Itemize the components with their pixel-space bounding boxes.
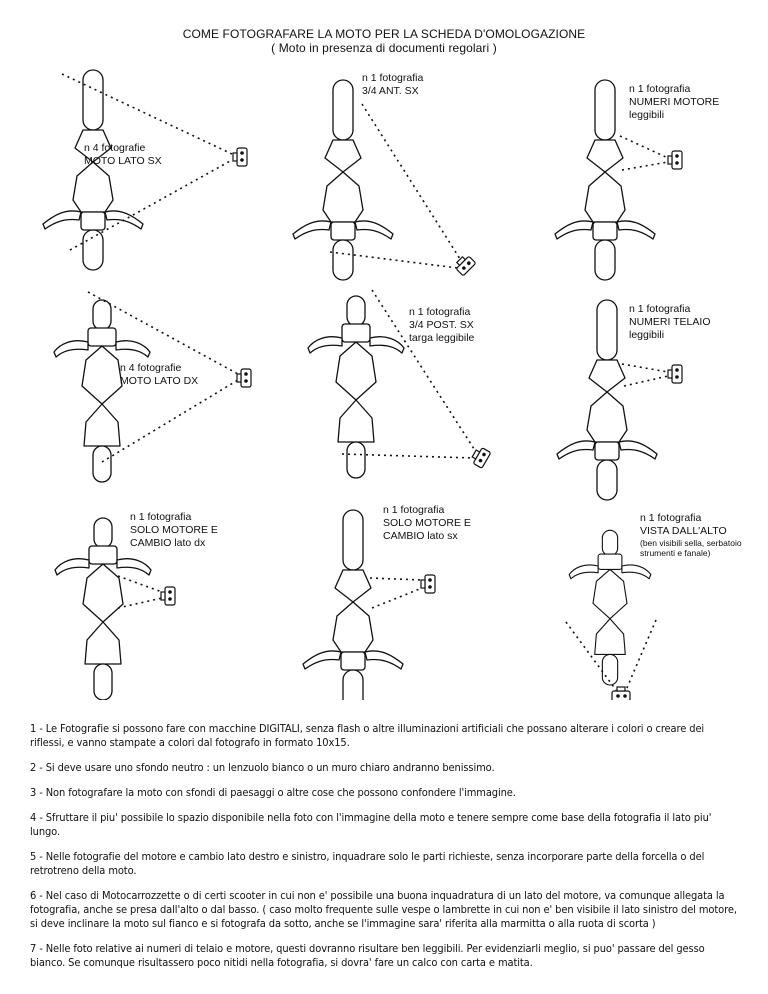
instructions-list: 1 - Le Fotografie si possono fare con ma… — [30, 722, 740, 981]
camera-icon — [667, 150, 683, 170]
camera-icon — [420, 574, 436, 594]
bike-top-view — [568, 529, 652, 686]
note-1: 1 - Le Fotografie si possono fare con ma… — [30, 722, 705, 749]
note-4: 4 - Sfruttare il piu' possibile lo spazi… — [30, 811, 712, 838]
title-line: COME FOTOGRAFARE LA MOTO PER LA SCHEDA D… — [182, 27, 586, 41]
diagram-area — [42, 69, 683, 700]
caption-engine-left: n 1 fotografia SOLO MOTORE E CAMBIO lato… — [383, 504, 471, 542]
camera-icon — [236, 368, 252, 388]
caption-rear-three-quarter: n 1 fotografia 3/4 POST. SX targa leggib… — [409, 306, 475, 344]
note-5: 5 - Nelle fotografie del motore e cambio… — [30, 850, 705, 877]
note-7: 7 - Nelle foto relative ai numeri di tel… — [30, 942, 705, 969]
caption-top-view-note: (ben visibili sella, serbatoio strumenti… — [640, 538, 742, 558]
caption-left-side: n 4 fotografie MOTO LATO SX — [84, 142, 162, 167]
caption-engine-numbers: n 1 fotografia NUMERI MOTORE leggibili — [629, 83, 720, 121]
camera-icon — [160, 586, 176, 606]
caption-right-side: n 4 fotografie MOTO LATO DX — [120, 362, 199, 387]
note-6: 6 - Nel caso di Motocarrozzette o di cer… — [30, 889, 737, 930]
bike-right-side — [53, 299, 151, 483]
camera-icon — [452, 252, 477, 277]
caption-front-three-quarter: n 1 fotografia 3/4 ANT. SX — [362, 72, 424, 97]
note-2: 2 - Si deve usare uno sfondo neutro : un… — [30, 761, 495, 774]
caption-top-view: n 1 fotografia VISTA DALL'ALTO (ben visi… — [640, 499, 742, 571]
caption-engine-right: n 1 fotografia SOLO MOTORE E CAMBIO lato… — [130, 511, 218, 549]
bike-rear-three-quarter — [307, 295, 405, 479]
camera-icon — [667, 364, 683, 384]
bike-front-three-quarter — [292, 79, 394, 281]
bike-left-side — [42, 69, 144, 271]
caption-top-view-title: n 1 fotografia VISTA DALL'ALTO — [640, 512, 727, 537]
camera-icon — [611, 686, 631, 700]
camera-icon — [232, 147, 248, 167]
caption-frame-numbers: n 1 fotografia NUMERI TELAIO leggibili — [629, 303, 711, 341]
page-title: COME FOTOGRAFARE LA MOTO PER LA SCHEDA D… — [0, 27, 768, 55]
note-3: 3 - Non fotografare la moto con sfondi d… — [30, 786, 516, 799]
subtitle-line: ( Moto in presenza di documenti regolari… — [271, 41, 497, 55]
camera-icon — [469, 445, 492, 469]
